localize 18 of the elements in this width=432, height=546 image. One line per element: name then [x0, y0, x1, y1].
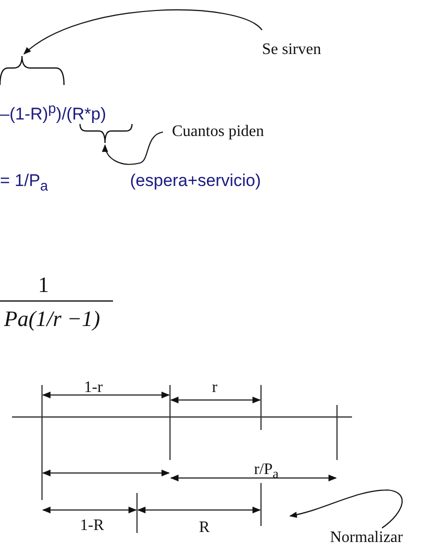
formula-text: –(1-R)$^{p}$)/(R*p) — [0, 102, 106, 123]
annotation-text: Se sirven — [262, 42, 322, 58]
curly-brace — [79, 124, 133, 144]
dimension-label: R — [199, 520, 210, 536]
dimension-label: r/P$_{a}$ — [254, 462, 279, 481]
curly-brace — [0, 55, 65, 86]
numerator: 1 — [38, 274, 49, 296]
denominator: Pa(1/r −1) — [4, 308, 100, 330]
annotation-text: Normalizar — [330, 530, 403, 546]
formula-text: = 1/P$_{a}$ — [0, 172, 48, 194]
curved-arrow — [289, 489, 403, 528]
annotation-text: Cuantos piden — [172, 124, 264, 140]
dimension-label: 1-r — [84, 380, 103, 396]
dimension-label: 1-R — [80, 518, 104, 534]
curved-arrow — [102, 131, 164, 165]
dimension-label: r — [212, 380, 218, 396]
formula-text: (espera+servicio) — [130, 172, 261, 189]
curved-arrow — [23, 9, 262, 54]
